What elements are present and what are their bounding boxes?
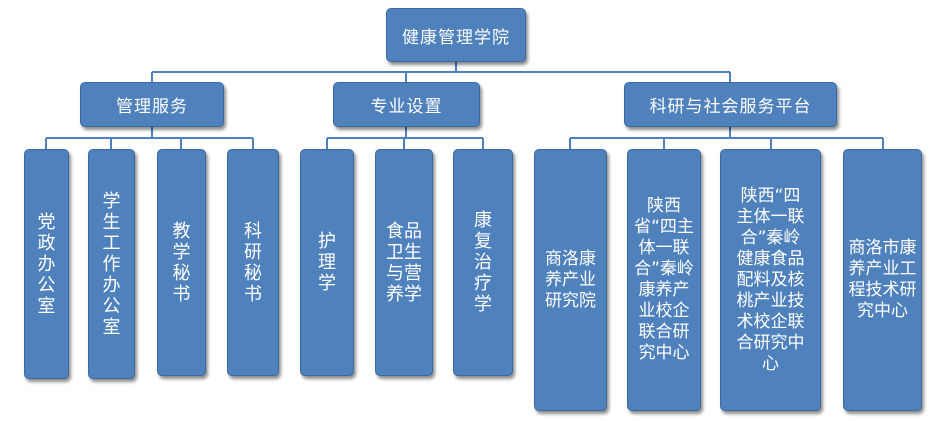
platform-shangluo-institute: 商洛康养产业研究院 bbox=[534, 149, 607, 411]
major-nursing-label: 护理学 bbox=[318, 231, 336, 294]
platform-shaanxi-qinling-center: 陕西省“四主体一联合”秦岭康养产业校企联合研究中心 bbox=[627, 149, 701, 411]
platform-shangluo-engineering-center-label: 商洛市康养产业工程技术研究中心 bbox=[848, 238, 917, 321]
office-research-secretary: 科研秘书 bbox=[227, 149, 279, 376]
office-teaching-secretary-label: 教学秘书 bbox=[172, 220, 191, 305]
platform-qinling-food-walnut-center: 陕西“四主体一联合”秦岭健康食品配料及核桃产业技术校企联合研究中心 bbox=[720, 149, 821, 411]
office-student-affairs: 学生工作办公室 bbox=[88, 149, 135, 379]
major-rehabilitation-label: 康复治疗学 bbox=[474, 210, 492, 315]
major-food-hygiene-nutrition: 食品卫生与营养学 bbox=[375, 149, 433, 376]
platform-qinling-food-walnut-center-label: 陕西“四主体一联合”秦岭健康食品配料及核桃产业技术校企联合研究中心 bbox=[736, 185, 805, 374]
dept-management-label: 管理服务 bbox=[116, 97, 188, 117]
platform-shangluo-institute-label: 商洛康养产业研究院 bbox=[545, 248, 596, 311]
office-party-admin-label: 党政办公室 bbox=[37, 211, 56, 317]
major-rehabilitation: 康复治疗学 bbox=[453, 149, 513, 376]
dept-management: 管理服务 bbox=[80, 82, 224, 127]
office-teaching-secretary: 教学秘书 bbox=[157, 149, 206, 376]
office-research-secretary-label: 科研秘书 bbox=[244, 220, 262, 305]
dept-programs: 专业设置 bbox=[333, 82, 480, 127]
dept-platforms-label: 科研与社会服务平台 bbox=[649, 97, 812, 117]
office-student-affairs-label: 学生工作办公室 bbox=[102, 190, 121, 338]
dept-platforms: 科研与社会服务平台 bbox=[624, 82, 837, 127]
platform-shangluo-engineering-center: 商洛市康养产业工程技术研究中心 bbox=[843, 149, 922, 411]
major-nursing: 护理学 bbox=[300, 149, 354, 376]
major-food-hygiene-nutrition-label: 食品卫生与营养学 bbox=[386, 220, 422, 305]
office-party-admin: 党政办公室 bbox=[24, 149, 69, 379]
dept-programs-label: 专业设置 bbox=[370, 97, 443, 117]
platform-shaanxi-qinling-center-label: 陕西省“四主体一联合”秦岭康养产业校企联合研究中心 bbox=[634, 196, 694, 363]
root-node: 健康管理学院 bbox=[386, 8, 526, 62]
root-label: 健康管理学院 bbox=[402, 27, 510, 48]
